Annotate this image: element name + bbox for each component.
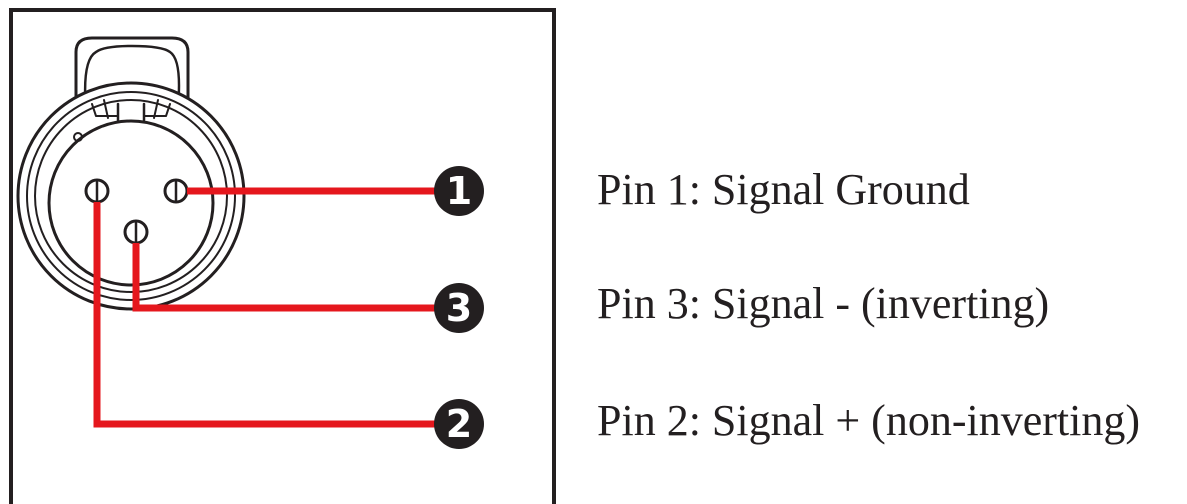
pin-1-label: Pin 1: Signal Ground xyxy=(597,165,970,214)
lock-line-right xyxy=(153,99,159,119)
badge-pin-2: 2 xyxy=(434,399,484,449)
pin-insert-face xyxy=(47,119,215,287)
pin-3-label: Pin 3: Signal - (inverting) xyxy=(597,279,1050,328)
latch-tab-inner xyxy=(83,44,181,112)
xlr-female-connector xyxy=(16,36,246,311)
connector-third-ring xyxy=(34,99,228,293)
badge-pin-1: 1 xyxy=(434,166,484,216)
socket-pin-1 xyxy=(163,178,189,204)
badge-pin-3: 3 xyxy=(434,283,484,333)
connector-second-ring xyxy=(26,91,236,301)
alignment-dot xyxy=(73,132,83,142)
wire-pin-3 xyxy=(132,243,440,312)
badge-number: 1 xyxy=(446,169,472,213)
pin-2-label: Pin 2: Signal + (non-inverting) xyxy=(597,396,1140,445)
badge-number: 3 xyxy=(446,286,472,330)
wire-pin-2 xyxy=(93,202,440,428)
socket-pin-3 xyxy=(123,219,149,245)
diagram-frame xyxy=(9,8,556,504)
badge-number: 2 xyxy=(446,402,472,446)
socket-pin-2 xyxy=(84,178,110,204)
lock-line-left xyxy=(103,99,109,119)
